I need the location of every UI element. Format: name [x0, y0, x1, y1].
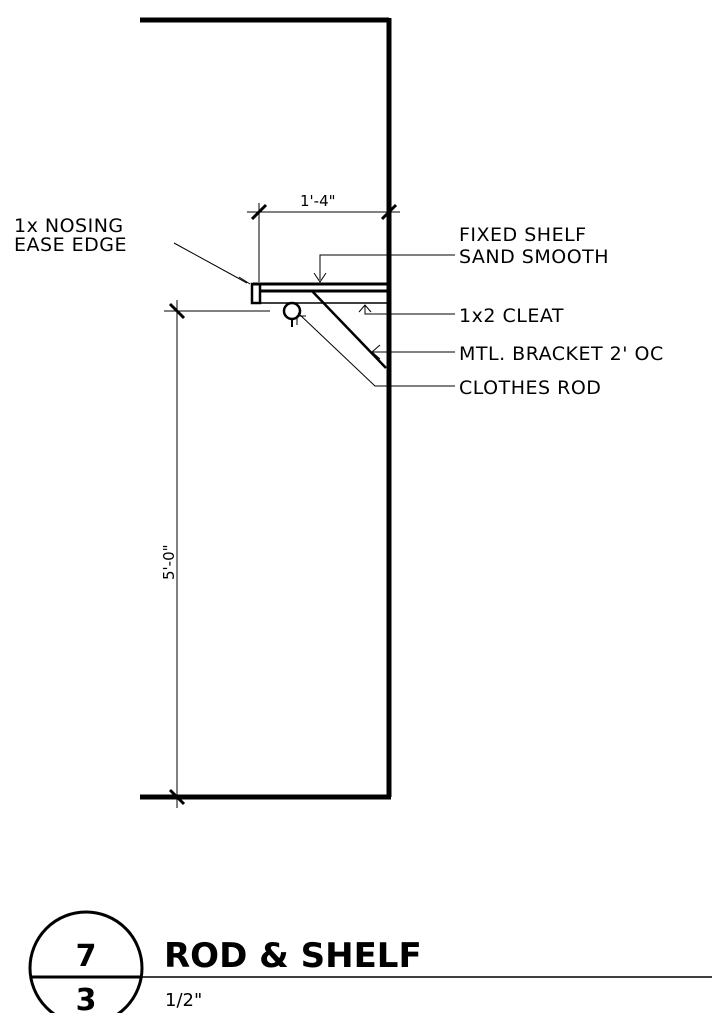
title-block: 7 3 ROD & SHELF 1/2" [28, 910, 712, 1013]
leader-nosing [173, 242, 248, 284]
dimension-rod-height [164, 300, 270, 808]
clothes-rod [282, 301, 302, 327]
rod-circle [282, 301, 302, 321]
dim-text-shelf-depth: 1'-4" [300, 192, 336, 210]
dim-tick-bottom [168, 788, 186, 806]
label-bracket: MTL. BRACKET 2' OC [459, 343, 664, 365]
label-nosing-1: 1x NOSING [14, 215, 124, 237]
leader-cleat-arrow [358, 304, 372, 313]
label-clothes-rod: CLOTHES ROD [459, 377, 601, 399]
leader-cleat [364, 305, 455, 315]
label-nosing-2: EASE EDGE [14, 234, 127, 256]
nosing [250, 282, 262, 305]
dim-tick-top [168, 302, 186, 320]
leader-clothes-rod [297, 312, 455, 387]
dim-tick-left [250, 203, 268, 221]
detail-title: ROD & SHELF [164, 936, 422, 976]
leader-nosing-arrow-a [238, 276, 251, 285]
label-fixed-shelf-1: FIXED SHELF [459, 224, 587, 246]
leader-fixed-shelf [319, 254, 455, 280]
leaders [173, 242, 455, 387]
leader-clothes-rod-arrow [296, 315, 306, 325]
label-cleat: 1x2 CLEAT [459, 305, 564, 327]
sheet-number: 3 [76, 983, 97, 1013]
leader-fixed-shelf-arrow [313, 272, 327, 283]
dim-tick-right [380, 203, 398, 221]
detail-bubble [28, 910, 144, 1013]
detail-scale: 1/2" [165, 990, 202, 1011]
dim-text-rod-height: 5'-0" [160, 544, 178, 580]
metal-bracket [311, 290, 387, 369]
leader-bracket-arrow [371, 344, 381, 360]
detail-number: 7 [76, 939, 97, 974]
dimension-shelf-depth [247, 203, 400, 282]
wall-outline [140, 17, 392, 800]
label-fixed-shelf-2: SAND SMOOTH [459, 246, 609, 268]
shelf [250, 282, 389, 305]
